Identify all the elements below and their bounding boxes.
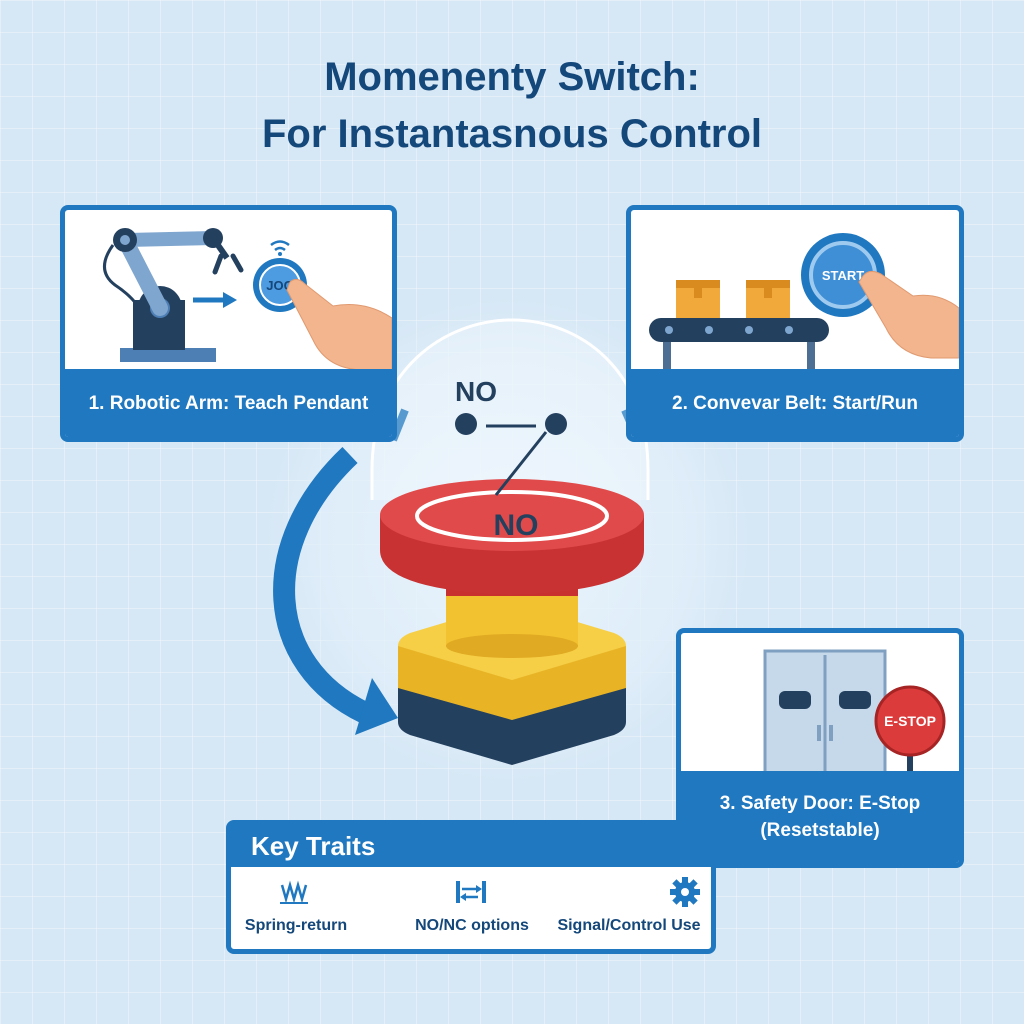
button-label: NO [494,509,539,542]
page-title-line1: Momenenty Switch: [324,55,700,99]
flow-arrowhead-left [355,678,398,735]
switch-collar-bottom [446,634,578,658]
safety-door-illustration: E-STOP [763,649,946,783]
page-title-line2: For Instantasnous Control [262,112,762,156]
contact-label: NO [455,376,497,407]
card-robotic-arm-label: 1. Robotic Arm: Teach Pendant [65,369,392,437]
switch-base-front [398,646,626,720]
trait-spring-return-label: Spring-return [244,917,348,934]
trait-no-nc-options: NO/NC options [397,875,547,945]
e-stop-sign [874,685,946,757]
contact-terminal-left [455,413,477,435]
e-stop-sign-text: E-STOP [884,713,936,729]
gear-icon [670,877,700,907]
card-robotic-arm: JOG 1. Robotic Arm: Teach Pendant [60,205,397,442]
card-safety-door-label-line1: 3. Safety Door: E-Stop [719,793,921,814]
switch-dome-outline [370,318,650,500]
card-conveyor-belt-label: 2. Convevar Belt: Start/Run [631,369,959,437]
start-button-text: START [822,268,864,283]
switch-cap-ring [415,490,609,542]
robotic-arm-illustration: JOG [103,228,392,371]
conveyor-belt-illustration: START [649,233,959,370]
card-safety-door-label: 3. Safety Door: E-Stop (Resetstable) [681,771,959,863]
trait-signal-control-use-label: Signal/Control Use [557,917,701,934]
spring-icon [280,880,308,904]
card-conveyor-belt: START 2. Convevar Belt: Start/Run [626,205,964,442]
key-traits-heading: Key Traits [231,825,711,867]
flow-arrow-left [273,447,370,723]
card-safety-door: E-STOP 3. Safety Door: E-Stop (Resetstab… [676,628,964,868]
trait-signal-control-use: Signal/Control Use [549,875,709,945]
card-safety-door-label-line2: (Resetstable) [760,820,880,841]
trait-spring-return: Spring-return [221,875,371,945]
contact-options-icon [456,881,486,903]
contact-terminal-right [545,413,567,435]
key-traits-panel: Key Traits Spring-return NO/NC options [226,820,716,954]
contact-lever [494,431,548,496]
trait-no-nc-options-label: NO/NC options [415,917,529,934]
